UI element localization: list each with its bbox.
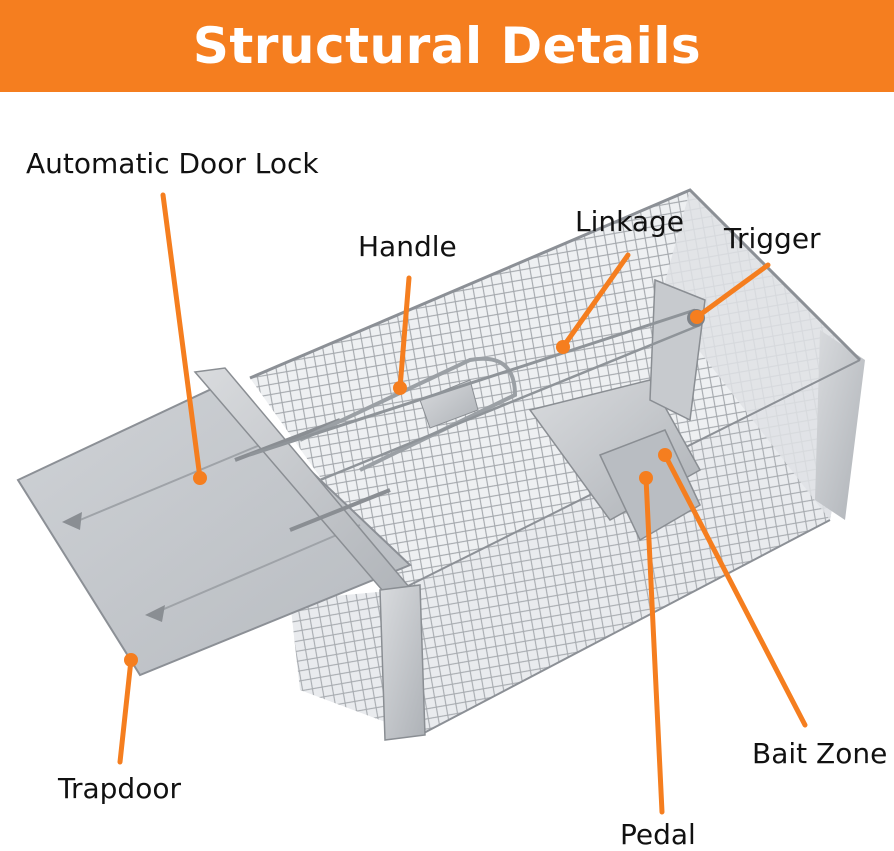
linkage-rod (249, 308, 696, 457)
handle-grip (419, 379, 479, 429)
cage-trap-illustration (16, 188, 865, 815)
dot-handle (393, 381, 407, 395)
leader-pedal (643, 475, 665, 815)
dot-trigger (690, 310, 704, 324)
page-title: Structural Details (192, 17, 702, 75)
diagram-stage: Automatic Door Lock Handle Linkage Trigg… (0, 92, 894, 851)
trapdoor-panel (16, 383, 412, 677)
leader-door-lock (160, 192, 203, 481)
leader-linkage (560, 252, 631, 350)
cage-body (249, 188, 865, 736)
label-trapdoor: Trapdoor (58, 772, 181, 805)
leader-trigger (694, 262, 771, 320)
linkage-rod-2 (319, 323, 701, 482)
handle-loop (299, 356, 518, 472)
title-banner: Structural Details (0, 0, 894, 92)
callout-lines (117, 192, 808, 815)
leader-trapdoor (117, 657, 134, 765)
label-linkage: Linkage (575, 205, 685, 238)
label-handle: Handle (358, 230, 457, 263)
dot-bait-zone (658, 448, 672, 462)
label-trigger: Trigger (724, 222, 821, 255)
label-automatic-door-lock: Automatic Door Lock (26, 147, 319, 180)
dot-linkage (556, 340, 570, 354)
dot-trapdoor (124, 653, 138, 667)
label-bait-zone: Bait Zone (752, 737, 888, 770)
dot-pedal (639, 471, 653, 485)
dot-door-lock (193, 471, 207, 485)
door-lock-frame (193, 367, 426, 741)
leader-handle (397, 275, 412, 391)
leader-bait-zone (662, 452, 808, 728)
label-pedal: Pedal (620, 818, 696, 851)
